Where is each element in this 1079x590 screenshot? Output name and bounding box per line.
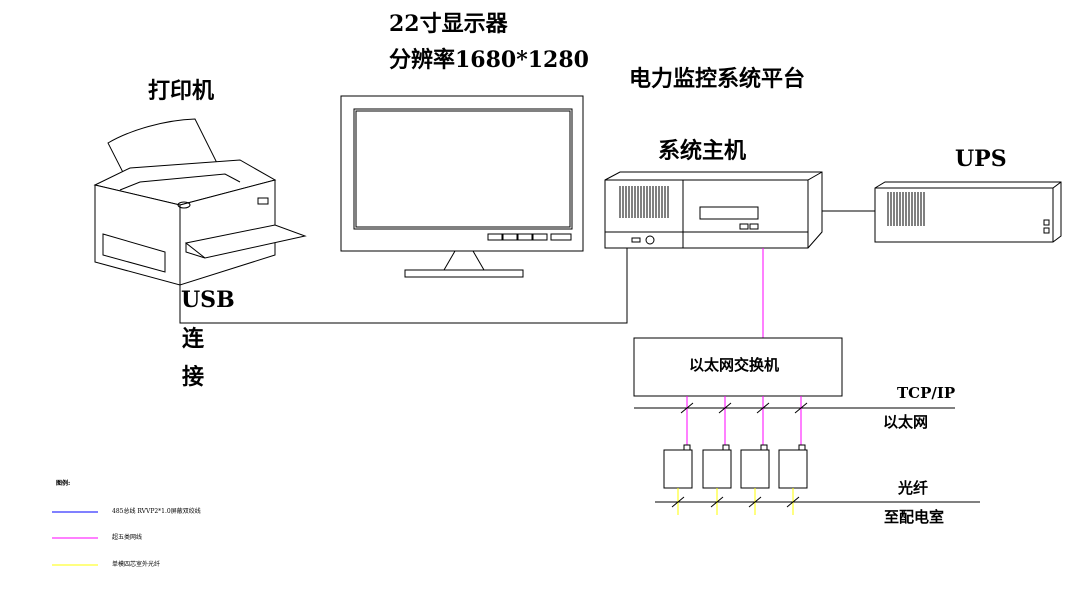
ups-icon xyxy=(874,181,1062,243)
legend-label-bus: 485总线 RVVP2*1.0屏蔽双绞线 xyxy=(112,508,201,515)
fiber-label: 光纤 xyxy=(898,479,929,497)
field-device xyxy=(663,396,694,515)
usb-label: USB xyxy=(181,287,235,313)
switch-label: 以太网交换机 xyxy=(689,356,780,374)
ups-label: UPS xyxy=(955,146,1007,172)
ethernet-switch-icon xyxy=(633,337,843,397)
to-room-label: 至配电室 xyxy=(884,508,945,526)
monitor-resolution-label: 分辨率1680*1280 xyxy=(389,47,589,73)
field-devices xyxy=(663,396,808,515)
ethernet-label: 以太网 xyxy=(883,413,929,431)
field-device xyxy=(702,396,732,515)
host-computer-icon xyxy=(604,171,823,249)
field-device xyxy=(740,396,770,515)
monitor-size-label: 22寸显示器 xyxy=(389,11,508,37)
host-label: 系统主机 xyxy=(658,138,747,164)
legend-label-fiber: 单模四芯室外光纤 xyxy=(112,561,161,568)
platform-title: 电力监控系统平台 xyxy=(629,66,806,92)
usb-connection-label: 连 接 xyxy=(182,326,205,390)
connection-lines xyxy=(179,210,980,503)
legend-label-network: 超五类网线 xyxy=(112,534,143,541)
printer-icon xyxy=(93,118,307,286)
tcpip-label: TCP/IP xyxy=(897,384,956,402)
legend-title: 图例: xyxy=(56,480,71,487)
printer-label: 打印机 xyxy=(148,78,215,104)
field-device xyxy=(778,396,808,515)
legend-lines xyxy=(52,511,98,566)
monitor-icon xyxy=(340,95,584,278)
